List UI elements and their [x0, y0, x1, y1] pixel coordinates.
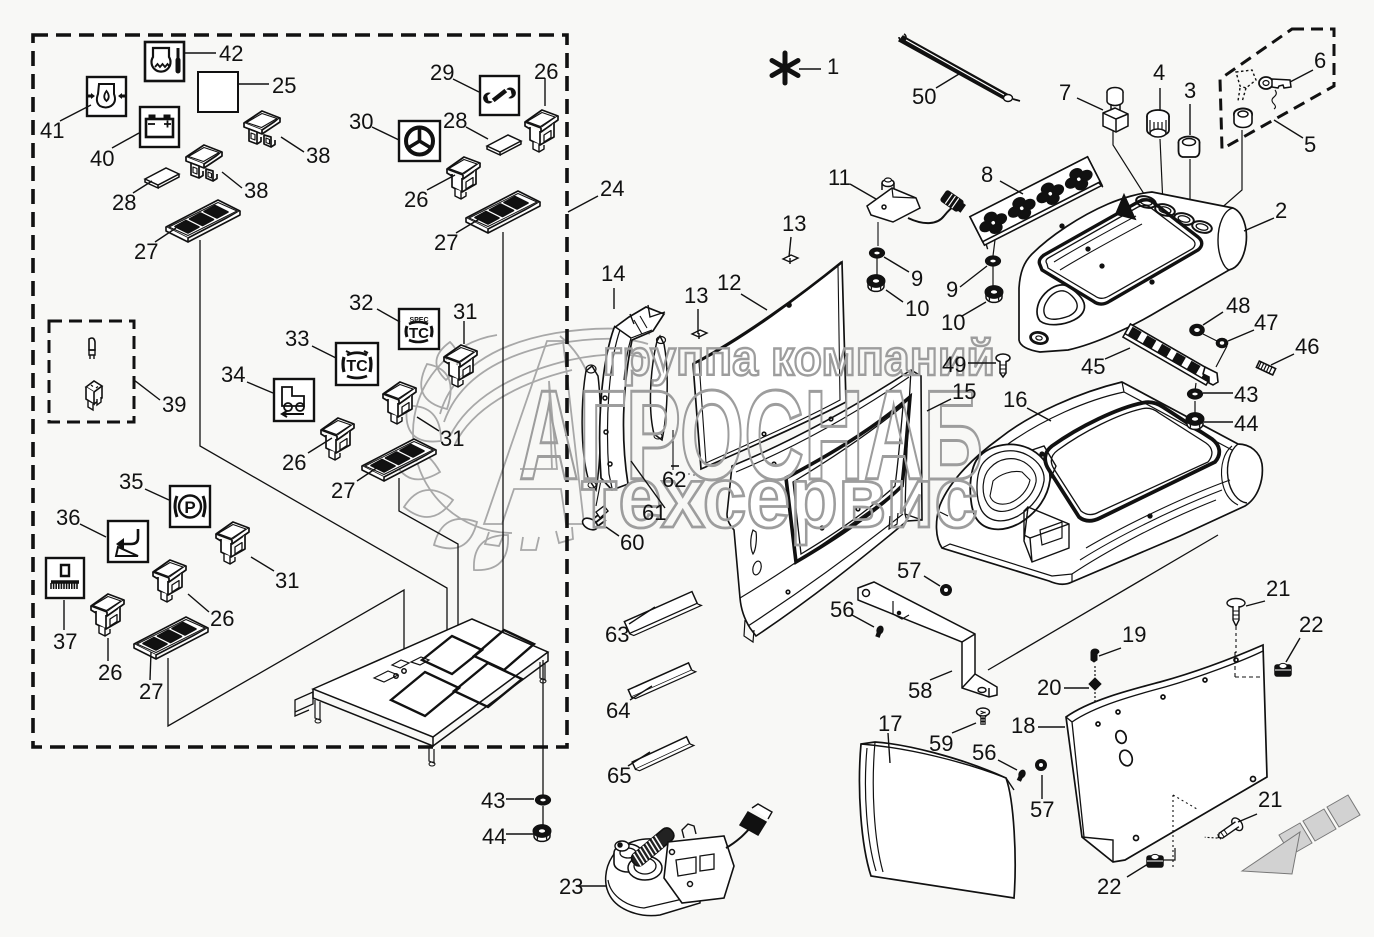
svg-text:59: 59	[929, 731, 953, 756]
svg-text:11: 11	[828, 165, 851, 190]
svg-text:31: 31	[275, 568, 299, 593]
svg-text:5: 5	[1304, 132, 1316, 157]
svg-text:16: 16	[1003, 387, 1027, 412]
svg-text:2: 2	[1275, 198, 1287, 223]
svg-text:SPEC: SPEC	[409, 317, 428, 324]
svg-text:27: 27	[134, 239, 158, 264]
svg-text:26: 26	[98, 660, 122, 685]
svg-text:АГРОСНАБ: АГРОСНАБ	[519, 364, 983, 506]
svg-text:25: 25	[272, 73, 296, 98]
svg-text:30: 30	[349, 109, 373, 134]
svg-text:47: 47	[1254, 310, 1278, 335]
svg-text:19: 19	[1122, 622, 1146, 647]
svg-text:28: 28	[112, 190, 136, 215]
svg-text:40: 40	[90, 146, 114, 171]
svg-text:28: 28	[443, 108, 467, 133]
svg-text:33: 33	[285, 326, 309, 351]
svg-text:7: 7	[1059, 80, 1071, 105]
svg-text:60: 60	[620, 530, 644, 555]
svg-text:57: 57	[897, 558, 921, 583]
svg-text:10: 10	[905, 296, 929, 321]
svg-text:6: 6	[1314, 48, 1326, 73]
svg-text:22: 22	[1097, 874, 1121, 899]
svg-text:группа компаний: группа компаний	[603, 330, 995, 386]
svg-text:37: 37	[53, 629, 77, 654]
svg-text:13: 13	[782, 211, 806, 236]
svg-text:46: 46	[1295, 334, 1319, 359]
svg-text:32: 32	[349, 290, 373, 315]
svg-text:43: 43	[1234, 382, 1258, 407]
svg-text:27: 27	[139, 679, 163, 704]
svg-text:44: 44	[482, 824, 506, 849]
svg-text:56: 56	[972, 740, 996, 765]
svg-text:63: 63	[605, 622, 629, 647]
svg-text:57: 57	[1030, 797, 1054, 822]
svg-text:26: 26	[282, 450, 306, 475]
svg-text:13: 13	[684, 283, 708, 308]
svg-text:1: 1	[827, 54, 839, 79]
svg-text:26: 26	[534, 59, 558, 84]
svg-text:17: 17	[878, 711, 902, 736]
svg-text:26: 26	[404, 187, 428, 212]
svg-text:14: 14	[601, 261, 625, 286]
svg-text:P: P	[184, 498, 195, 517]
svg-text:техсервис: техсервис	[580, 450, 978, 546]
svg-text:50: 50	[912, 84, 936, 109]
svg-text:9: 9	[911, 266, 923, 291]
svg-text:62: 62	[662, 467, 686, 492]
svg-text:24: 24	[600, 176, 624, 201]
svg-text:61: 61	[642, 500, 666, 525]
svg-text:15: 15	[952, 379, 976, 404]
svg-text:58: 58	[908, 678, 932, 703]
svg-text:56: 56	[830, 597, 854, 622]
svg-text:39: 39	[162, 392, 186, 417]
svg-text:3: 3	[1184, 78, 1196, 103]
svg-text:38: 38	[306, 143, 330, 168]
svg-text:42: 42	[219, 41, 243, 66]
svg-text:21: 21	[1266, 576, 1290, 601]
svg-text:44: 44	[1234, 411, 1258, 436]
svg-text:31: 31	[440, 426, 464, 451]
svg-text:21: 21	[1258, 787, 1282, 812]
svg-text:45: 45	[1081, 354, 1105, 379]
svg-text:49: 49	[942, 352, 966, 377]
svg-text:34: 34	[221, 362, 245, 387]
svg-text:TC: TC	[409, 325, 429, 342]
svg-text:48: 48	[1226, 293, 1250, 318]
svg-text:31: 31	[453, 299, 477, 324]
svg-text:4: 4	[1153, 60, 1165, 85]
svg-text:TC: TC	[346, 358, 368, 375]
svg-text:27: 27	[331, 478, 355, 503]
svg-text:64: 64	[606, 698, 630, 723]
svg-text:65: 65	[607, 763, 631, 788]
svg-text:18: 18	[1011, 713, 1035, 738]
svg-text:29: 29	[430, 60, 454, 85]
svg-text:41: 41	[40, 118, 64, 143]
svg-text:27: 27	[434, 230, 458, 255]
svg-text:22: 22	[1299, 612, 1323, 637]
svg-text:10: 10	[941, 310, 965, 335]
svg-text:36: 36	[56, 505, 80, 530]
svg-text:20: 20	[1037, 675, 1061, 700]
svg-text:38: 38	[244, 178, 268, 203]
svg-text:35: 35	[119, 469, 143, 494]
svg-text:43: 43	[481, 788, 505, 813]
svg-text:8: 8	[981, 162, 993, 187]
svg-text:26: 26	[210, 606, 234, 631]
svg-text:9: 9	[946, 277, 958, 302]
svg-text:12: 12	[717, 270, 741, 295]
